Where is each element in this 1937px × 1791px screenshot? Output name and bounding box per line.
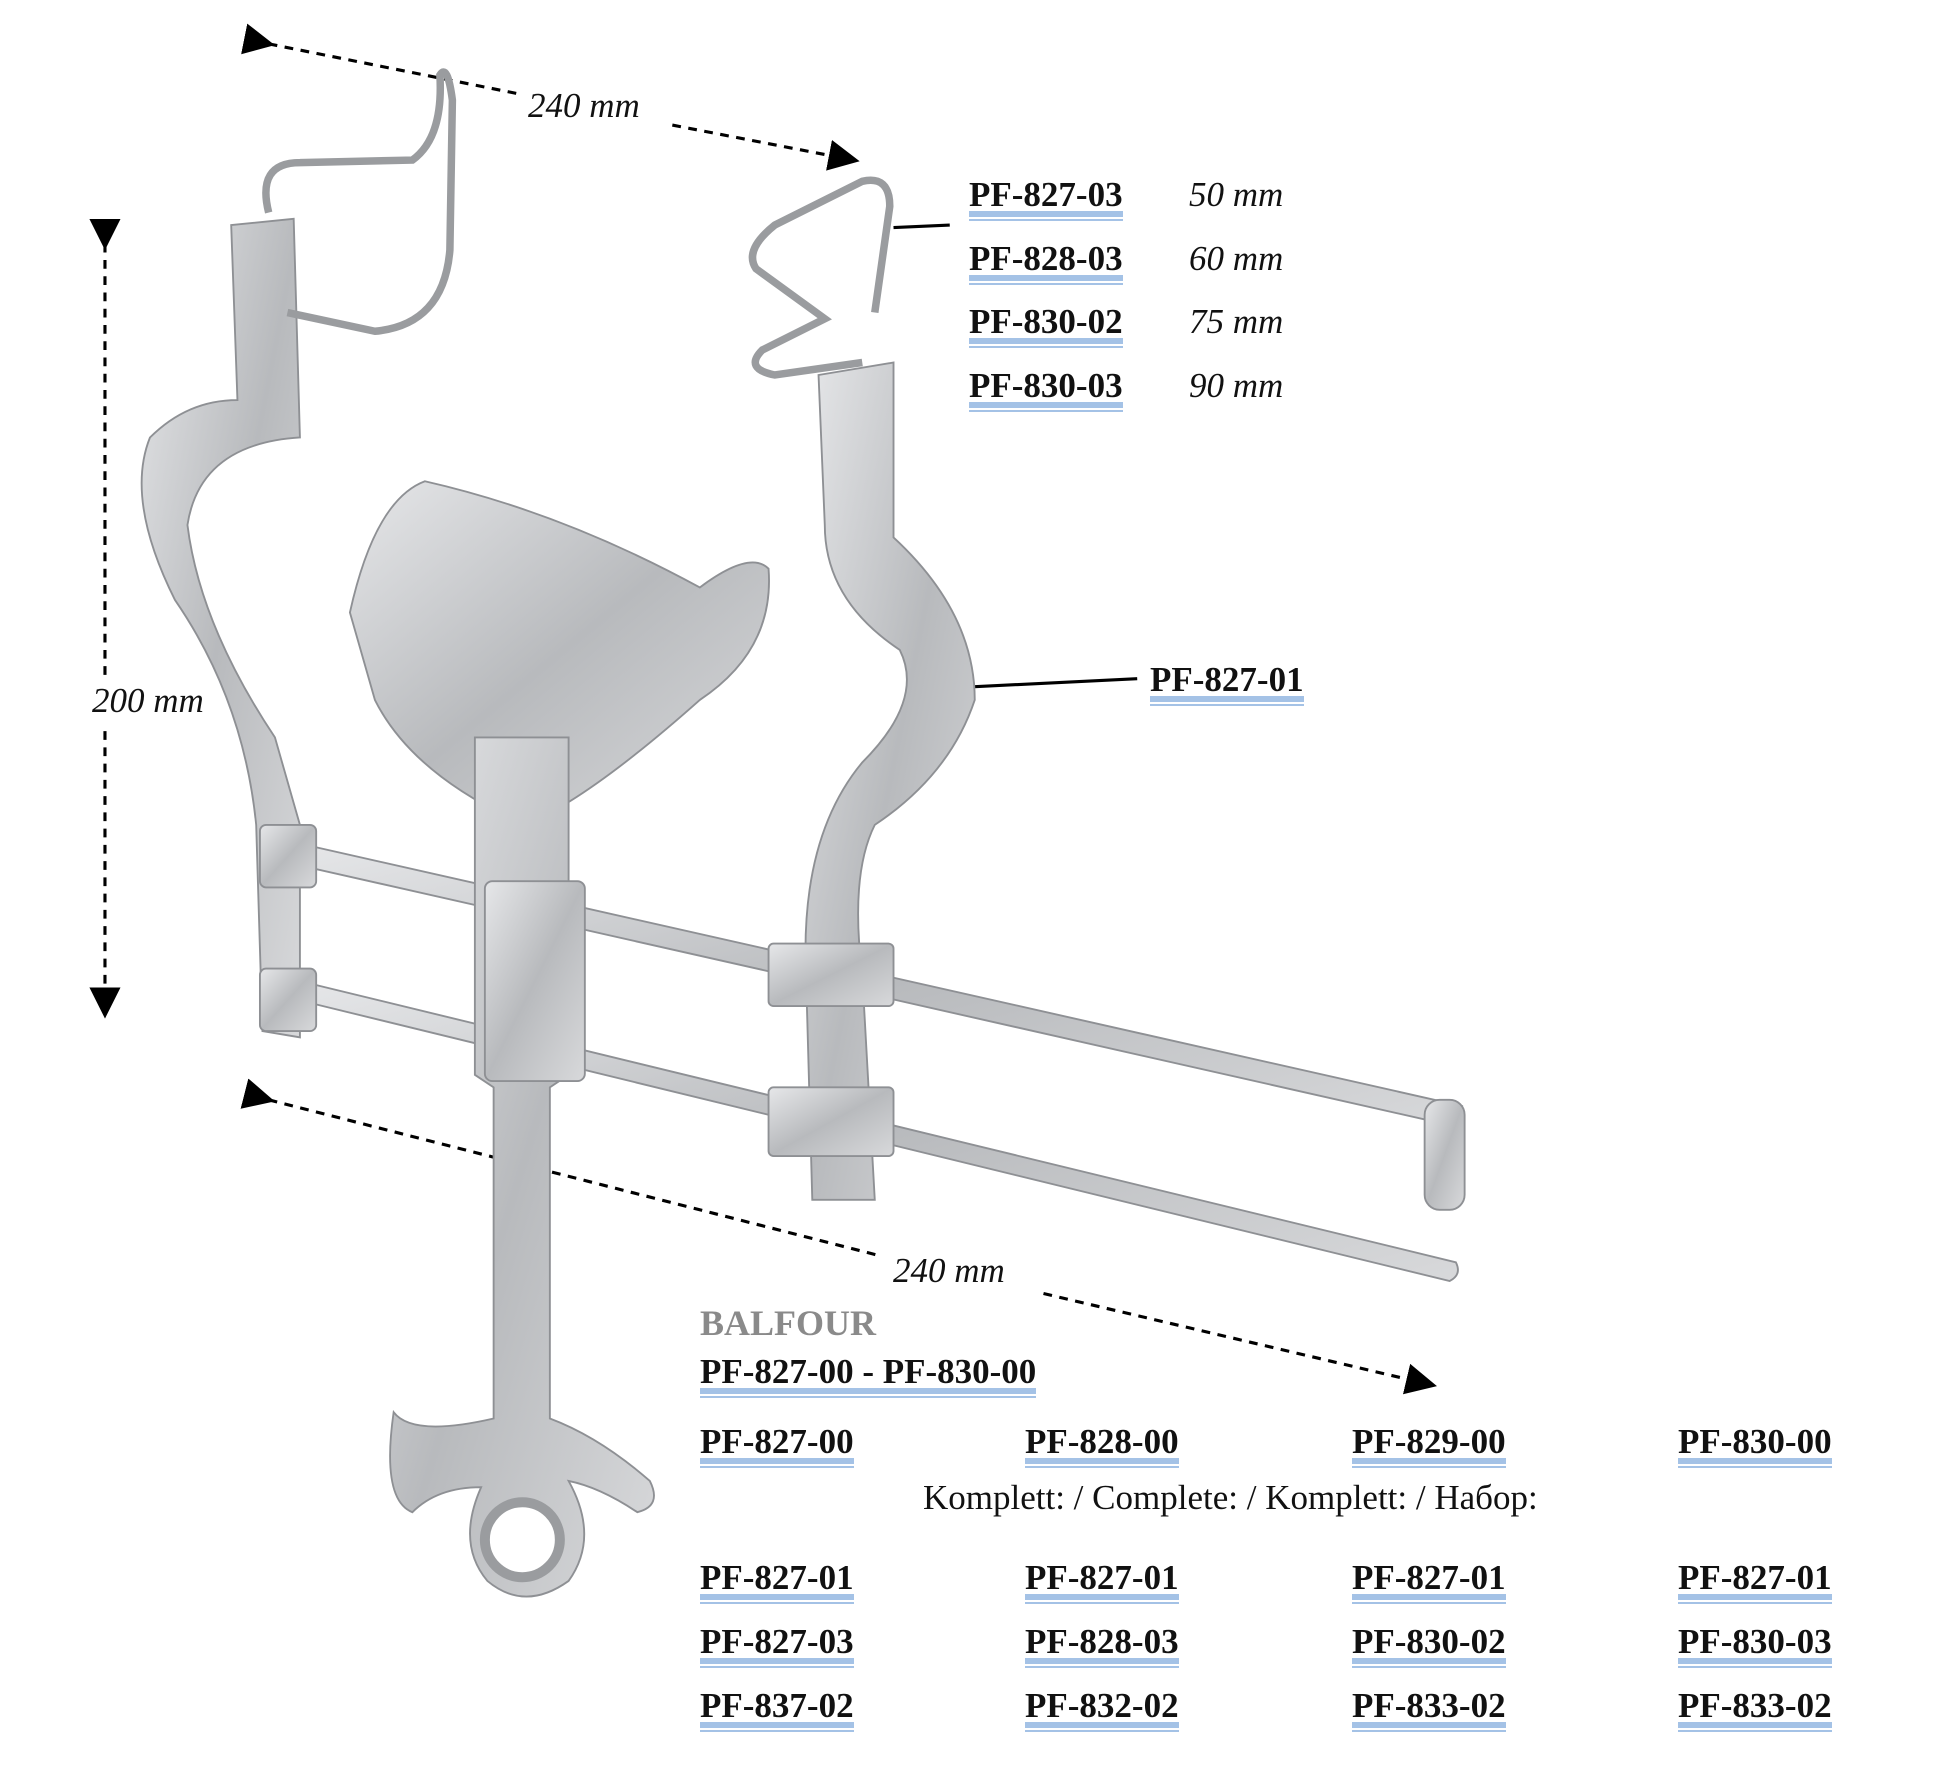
right-lower-slider bbox=[767, 1086, 895, 1157]
height-label: 200 mm bbox=[92, 681, 204, 720]
blade-code[interactable]: PF-830-02 bbox=[969, 304, 1123, 348]
handle-ring bbox=[479, 1497, 565, 1583]
blade-code[interactable]: PF-830-03 bbox=[969, 368, 1123, 412]
part-code[interactable]: PF-832-02 bbox=[1025, 1688, 1179, 1732]
top-width-label: 240 mm bbox=[528, 86, 640, 125]
complete-label: Komplett: / Complete: / Komplett: / Набо… bbox=[923, 1478, 1538, 1517]
set-code[interactable]: PF-830-00 bbox=[1678, 1424, 1832, 1468]
part-code[interactable]: PF-833-02 bbox=[1352, 1688, 1506, 1732]
part-code[interactable]: PF-827-01 bbox=[1352, 1560, 1506, 1604]
left-lower-block bbox=[258, 967, 318, 1033]
bottom-width-label: 240 mm bbox=[893, 1251, 1005, 1290]
part-code[interactable]: PF-827-01 bbox=[1025, 1560, 1179, 1604]
left-arm bbox=[140, 217, 301, 1039]
part-code[interactable]: PF-827-01 bbox=[1678, 1560, 1832, 1604]
set-code[interactable]: PF-829-00 bbox=[1352, 1424, 1506, 1468]
blade-size: 90 mm bbox=[1189, 366, 1284, 405]
right-upper-slider bbox=[767, 942, 895, 1008]
blade-code[interactable]: PF-828-03 bbox=[969, 241, 1123, 285]
blade-size: 75 mm bbox=[1189, 302, 1284, 341]
frame-leader-line bbox=[959, 677, 1138, 689]
product-range[interactable]: PF-827-00 - PF-830-00 bbox=[700, 1354, 1037, 1398]
part-code[interactable]: PF-827-03 bbox=[700, 1624, 854, 1668]
part-code[interactable]: PF-827-01 bbox=[700, 1560, 854, 1604]
part-code[interactable]: PF-830-03 bbox=[1678, 1624, 1832, 1668]
rods bbox=[296, 842, 1466, 1283]
blade-size: 60 mm bbox=[1189, 239, 1284, 278]
set-code[interactable]: PF-828-00 bbox=[1025, 1424, 1179, 1468]
left-upper-block bbox=[258, 823, 318, 889]
dimension-arrows bbox=[89, 23, 1437, 1395]
blade-code[interactable]: PF-827-03 bbox=[969, 177, 1123, 221]
center-stem bbox=[389, 736, 655, 1598]
part-code[interactable]: PF-828-03 bbox=[1025, 1624, 1179, 1668]
right-arm bbox=[804, 361, 976, 1201]
frame-code[interactable]: PF-827-01 bbox=[1150, 662, 1304, 706]
top-width-arrow bbox=[241, 23, 519, 96]
left-blade-wire bbox=[262, 68, 457, 336]
part-code[interactable]: PF-830-02 bbox=[1352, 1624, 1506, 1668]
blade-size: 50 mm bbox=[1189, 175, 1284, 214]
set-code[interactable]: PF-827-00 bbox=[700, 1424, 854, 1468]
part-code[interactable]: PF-837-02 bbox=[700, 1688, 854, 1732]
blade-leader-line bbox=[893, 223, 950, 230]
right-blade-wire bbox=[748, 176, 894, 379]
bottom-width-arrow bbox=[240, 1078, 882, 1258]
part-code[interactable]: PF-833-02 bbox=[1678, 1688, 1832, 1732]
center-clamp bbox=[483, 880, 586, 1083]
product-name: BALFOUR bbox=[700, 1303, 877, 1343]
